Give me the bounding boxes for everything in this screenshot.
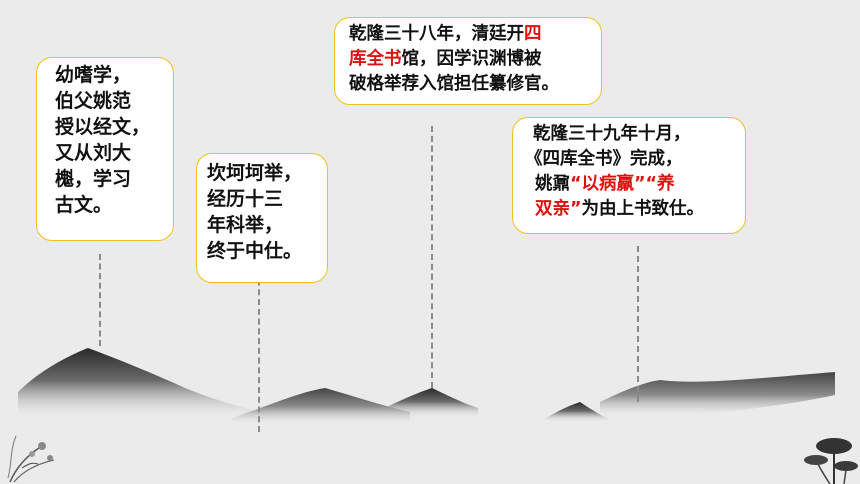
note-text: 櫆，学习 — [55, 168, 132, 190]
note-text: 《四库全书》完成， — [525, 149, 683, 169]
note-early-study: 幼嗜学， 伯父姚范 授以经文， 又从刘大 櫆，学习 古文。 — [36, 57, 174, 241]
note-siku-appointment: 乾隆三十八年，清廷开四 库全书馆，因学识渊博被 破格举荐入馆担任纂修官。 — [334, 17, 602, 105]
note-text: 馆，因学识渊博被 — [401, 49, 542, 69]
note-text: 为由上书致仕。 — [581, 199, 705, 219]
note-text: 经历十三 — [207, 188, 284, 210]
timeline-connector — [99, 254, 101, 346]
note-text: 授以经文， — [55, 116, 151, 138]
timeline-connector — [258, 260, 260, 432]
note-highlight: 四 — [524, 24, 542, 44]
timeline-connector — [431, 126, 433, 388]
orchid-ink-decoration-icon — [7, 435, 55, 483]
note-text: 姚鼐 — [535, 174, 570, 194]
timeline-connector — [637, 246, 639, 402]
note-resignation: 乾隆三十九年十月， 《四库全书》完成， 姚鼐“以病羸”“养 双亲”为由上书致仕。 — [512, 117, 746, 234]
note-text: 又从刘大 — [55, 142, 132, 164]
mountain-center-left — [232, 388, 410, 425]
note-text: 乾隆三十九年十月， — [533, 124, 691, 144]
note-highlight: 双亲” — [535, 199, 582, 219]
mountain-right-small — [540, 402, 615, 422]
note-highlight: “以病羸”“养 — [570, 174, 675, 194]
note-exams: 坎坷坷举， 经历十三 年科举， 终于中仕。 — [196, 153, 328, 283]
note-text: 年科举， — [207, 214, 284, 236]
lotus-ink-decoration-icon — [804, 438, 858, 484]
note-text: 破格举荐入馆担任纂修官。 — [349, 74, 559, 94]
note-highlight: 库全书 — [349, 49, 402, 69]
mountain-right — [600, 372, 835, 418]
mountain-left — [18, 348, 265, 420]
note-text: 伯父姚范 — [55, 90, 132, 112]
note-text: 终于中仕。 — [207, 240, 303, 262]
note-text: 幼嗜学， — [55, 64, 132, 86]
note-text: 坎坷坷举， — [207, 162, 303, 184]
note-text: 古文。 — [55, 194, 113, 216]
mountain-center — [385, 388, 478, 418]
note-text: 乾隆三十八年，清廷开 — [349, 24, 524, 44]
